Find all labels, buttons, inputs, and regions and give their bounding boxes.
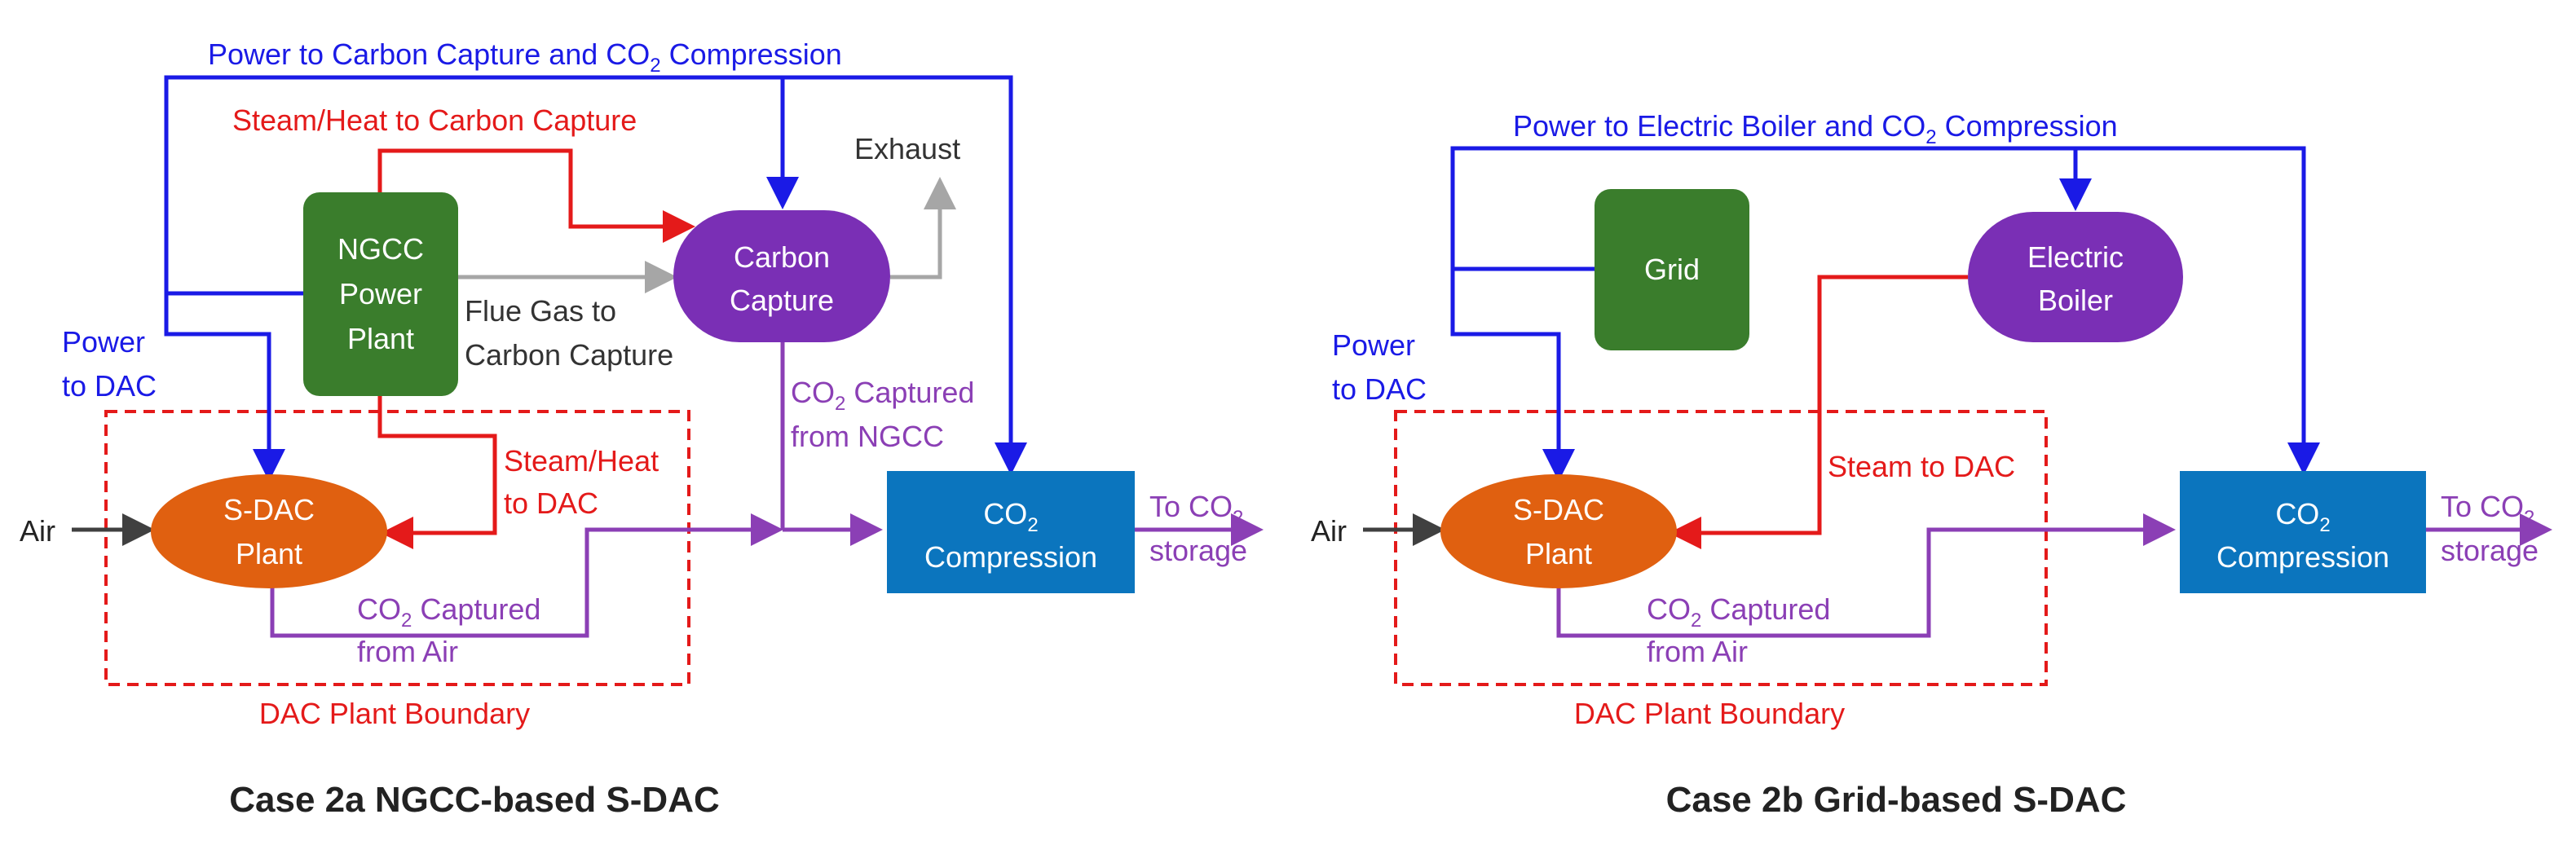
case-2a-steam-to-dac-label-1: Steam/Heat <box>504 444 659 478</box>
case-2a-ngcc-label-3: Plant <box>347 322 414 355</box>
case-2a-steam-to-capture-line <box>377 148 695 243</box>
case-2a-sdac-shape <box>151 474 387 588</box>
case-2a-boundary-label: DAC Plant Boundary <box>259 697 530 730</box>
case-2a-exhaust-label: Exhaust <box>854 132 960 165</box>
case-2b-power-to-dac-arrow <box>1450 269 1575 482</box>
case-2b-grid: Grid <box>1595 189 1749 350</box>
case-2a-ngcc-box <box>303 192 458 396</box>
case-2a-power-line-label: Power to Carbon Capture and CO2 Compress… <box>208 37 842 77</box>
case-2a-diagram: NGCC Power Plant Carbon Capture S-DAC Pl… <box>20 37 1264 820</box>
case-2b-co2-compression: CO2 Compression <box>2180 471 2426 593</box>
case-2a-sdac-plant: S-DAC Plant <box>151 474 387 588</box>
case-2b-co2-from-air-label-2: from Air <box>1647 635 1748 668</box>
case-2b-sdac-label-1: S-DAC <box>1513 493 1604 526</box>
case-2b-steam-to-dac-label: Steam to DAC <box>1828 450 2015 483</box>
case-2a-sdac-label-1: S-DAC <box>223 493 315 526</box>
case-2b-power-to-dac-label-1: Power <box>1332 328 1415 362</box>
case-2b-air-label: Air <box>1311 514 1347 548</box>
case-2a-power-to-dac-arrow <box>164 293 285 482</box>
case-2a-carbon-capture-shape <box>673 210 890 342</box>
case-2a-co2-from-ngcc-label-1: CO2 Captured <box>791 376 974 415</box>
case-2b-to-storage-label-2: storage <box>2441 534 2539 567</box>
case-2a-compression-label-2: Compression <box>924 540 1097 574</box>
case-2b-electric-boiler-label-2: Boiler <box>2038 284 2113 317</box>
case-2b-co2-from-air-label-1: CO2 Captured <box>1647 592 1830 632</box>
case-2a-co2-from-air-line <box>270 513 783 638</box>
case-2b-electric-boiler-label-1: Electric <box>2027 240 2124 274</box>
case-2a-carbon-capture-label-1: Carbon <box>734 240 830 274</box>
case-2a-steam-to-capture-label: Steam/Heat to Carbon Capture <box>232 103 637 137</box>
case-2a-power-to-dac-label-1: Power <box>62 325 145 359</box>
case-2b-boundary-label: DAC Plant Boundary <box>1574 697 1845 730</box>
case-2b-caption: Case 2b Grid-based S-DAC <box>1666 780 2127 820</box>
case-2b-steam-to-dac-line <box>1669 275 1968 549</box>
case-2a-ngcc-label-1: NGCC <box>337 232 424 266</box>
case-2b-grid-box <box>1595 189 1749 350</box>
case-2a-carbon-capture-label-2: Capture <box>730 284 834 317</box>
case-2a-compression-label-1: CO2 <box>983 497 1038 536</box>
case-2b-grid-label: Grid <box>1644 253 1700 286</box>
case-2b-dac-plant-boundary <box>1394 410 2048 686</box>
case-2a-exhaust-line <box>890 177 956 280</box>
case-2b-to-storage-label-1: To CO2 <box>2441 490 2534 529</box>
case-2a-power-line <box>164 75 1027 475</box>
case-2a-sdac-label-2: Plant <box>236 537 302 570</box>
case-2a-to-storage-label-2: storage <box>1149 534 1247 567</box>
case-2a-to-storage-label-1: To CO2 <box>1149 490 1243 529</box>
case-2b-power-to-dac-label-2: to DAC <box>1332 372 1427 406</box>
case-2a-ngcc-label-2: Power <box>339 277 422 310</box>
case-2b-power-line-label: Power to Electric Boiler and CO2 Compres… <box>1513 109 2118 148</box>
case-2a-dac-plant-boundary <box>104 410 690 686</box>
case-2b-compression-label-2: Compression <box>2217 540 2389 574</box>
case-2b-co2-from-air-line <box>1556 513 2176 638</box>
case-2a-co2-from-air-label-2: from Air <box>357 635 458 668</box>
case-2b-electric-boiler: Electric Boiler <box>1968 212 2183 342</box>
case-2b-diagram: Grid Electric Boiler S-DAC Plant CO2 Com… <box>1311 109 2552 820</box>
case-2a-steam-to-dac-line <box>377 396 497 549</box>
case-2a-co2-compression: CO2 Compression <box>887 471 1135 593</box>
case-2b-sdac-label-2: Plant <box>1525 537 1592 570</box>
case-2a-co2-from-air-label-1: CO2 Captured <box>357 592 540 632</box>
case-2b-compression-label-1: CO2 <box>2275 497 2330 536</box>
case-2a-power-to-dac-label-2: to DAC <box>62 369 157 403</box>
case-2a-ngcc-power-plant: NGCC Power Plant <box>303 192 458 396</box>
case-2b-sdac-plant: S-DAC Plant <box>1440 474 1677 588</box>
case-2b-electric-boiler-shape <box>1968 212 2183 342</box>
case-2a-co2-from-ngcc-label-2: from NGCC <box>791 420 944 453</box>
case-2b-compression-box <box>2180 471 2426 593</box>
case-2a-air-label: Air <box>20 514 55 548</box>
case-2b-sdac-shape <box>1440 474 1677 588</box>
case-2a-flue-gas-label-1: Flue Gas to <box>465 294 616 328</box>
case-2a-compression-box <box>887 471 1135 593</box>
case-2a-carbon-capture: Carbon Capture <box>673 210 890 342</box>
case-2a-flue-gas-label-2: Carbon Capture <box>465 338 673 372</box>
case-2a-caption: Case 2a NGCC-based S-DAC <box>229 780 720 820</box>
case-2a-steam-to-dac-label-2: to DAC <box>504 486 598 520</box>
case-2b-power-line <box>1450 146 2320 475</box>
